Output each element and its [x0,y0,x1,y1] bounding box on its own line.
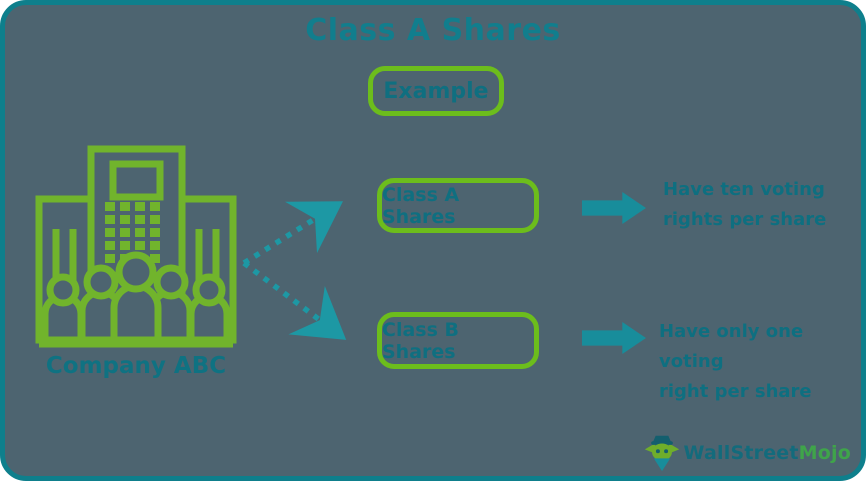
class-b-description-line1: Have only one voting [659,321,804,372]
example-badge: Example [368,66,504,116]
company-building-icon [35,145,237,348]
class-a-description-line2: rights per share [663,209,827,230]
page-title: Class A Shares [305,13,561,48]
example-badge-label: Example [383,78,489,104]
class-a-description-line1: Have ten voting [663,179,825,200]
wallstreetmojo-mascot-icon [644,435,679,472]
class-b-shares-label: Class B Shares [382,318,459,363]
class-b-shares-box: Class B Shares [377,312,539,369]
wallstreetmojo-logo-text: WallStreetMojo [684,442,851,464]
class-a-shares-label: Class A Shares [382,183,460,228]
class-a-description: Have ten voting rights per share [663,175,861,235]
right-block-arrow-1 [582,192,646,224]
logo-text-secondary: Mojo [798,442,851,464]
logo-text-primary: WallStreet [683,442,799,464]
company-label: Company ABC [45,353,227,379]
wallstreetmojo-logo: WallStreetMojo [642,434,851,472]
class-b-description-line2: right per share [659,381,812,402]
right-block-arrow-2 [582,322,646,354]
dotted-split-arrows [242,201,347,340]
class-b-description: Have only one voting right per share [659,317,861,407]
class-a-shares-box: Class A Shares [377,178,539,233]
